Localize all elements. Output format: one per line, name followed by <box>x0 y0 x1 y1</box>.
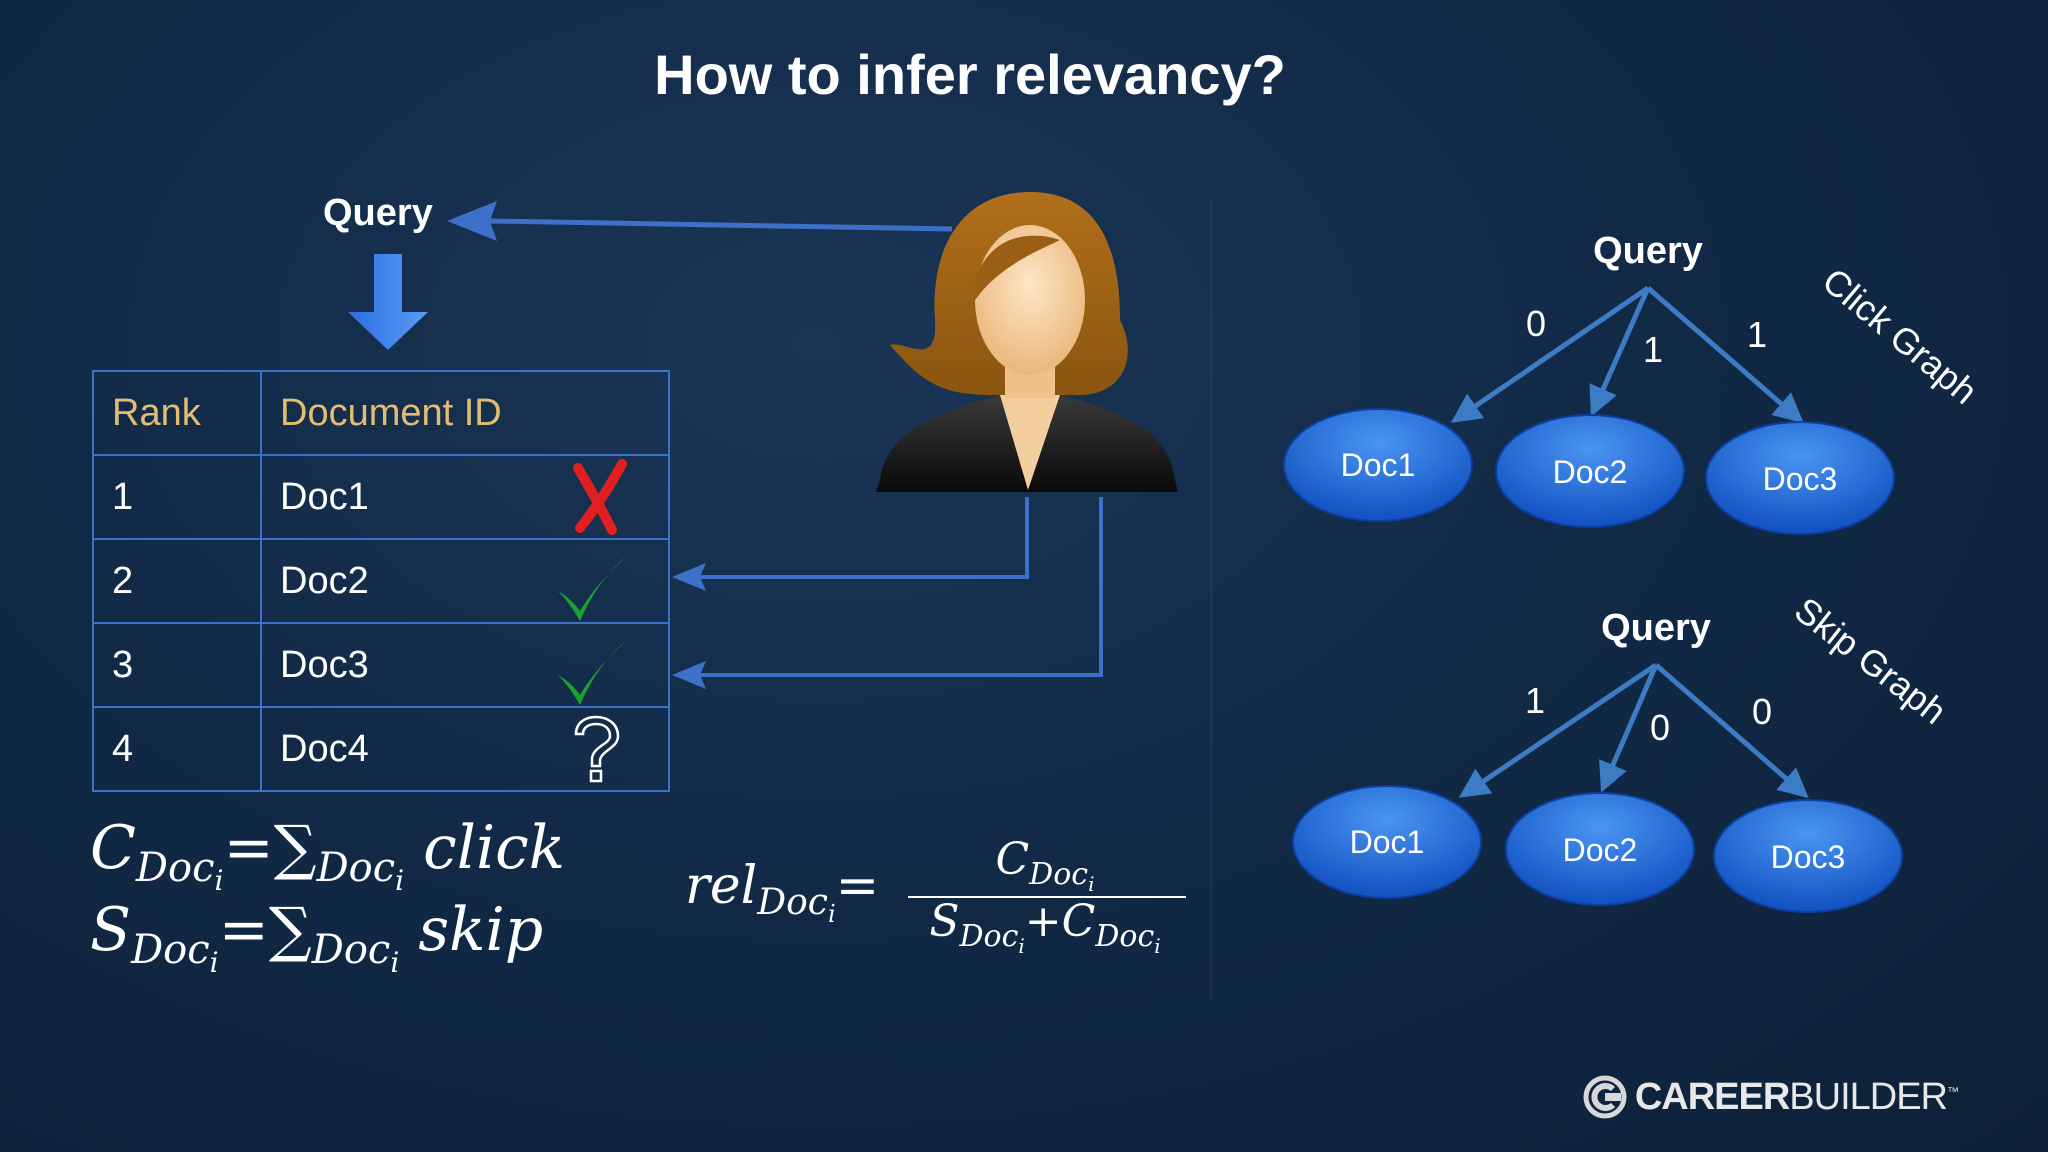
doc-cell: Doc3 <box>260 622 670 708</box>
rank-cell: 3 <box>92 622 262 708</box>
table-row: 1 Doc1 <box>92 454 670 540</box>
skip-node-label: Doc1 <box>1350 824 1425 860</box>
skip-edge-doc1 <box>1458 662 1658 798</box>
user-person-icon <box>876 192 1178 492</box>
skip-node-doc2 <box>1505 792 1695 906</box>
rank-cell: 4 <box>92 706 262 792</box>
click-node-label: Doc3 <box>1763 461 1838 497</box>
query-down-arrow <box>348 254 428 350</box>
page-title: How to infer relevancy? <box>654 43 1286 106</box>
header-rank: Rank <box>92 370 262 456</box>
question-mark-icon <box>574 715 620 783</box>
formula-click: CDoci=∑Doci click <box>90 813 566 897</box>
click-graph-root-label: Query <box>1593 230 1703 272</box>
careerbuilder-logo-text: CAREERBUILDER™ <box>1634 1075 1959 1118</box>
click-edge-doc1 <box>1450 285 1650 423</box>
skip-edge-doc2 <box>1599 664 1659 793</box>
skip-edge-doc3 <box>1654 663 1809 799</box>
doc-cell: Doc1 <box>260 454 670 540</box>
table-row: 2 Doc2 <box>92 538 670 624</box>
query-label: Query <box>323 192 433 234</box>
skip-edge-label-doc3: 0 <box>1752 691 1772 732</box>
skip-node-label: Doc3 <box>1771 839 1846 875</box>
formula-relevance-numerator: CDoci <box>995 834 1095 896</box>
click-node-doc2 <box>1495 414 1685 528</box>
formula-skip: SDoci=∑Doci skip <box>90 895 544 979</box>
skip-node-label: Doc2 <box>1563 832 1638 868</box>
click-arrow-doc3 <box>680 497 1103 677</box>
click-arrow-doc2 <box>680 497 1029 579</box>
doc-id: Doc3 <box>280 643 369 686</box>
person-to-query-arrow <box>489 218 953 232</box>
red-x-icon <box>573 459 627 535</box>
header-document-id: Document ID <box>260 370 670 456</box>
formula-relevance-denominator: SDoci+CDoci <box>929 896 1161 958</box>
click-node-doc3 <box>1705 421 1895 535</box>
skip-edge-label-doc1: 1 <box>1525 680 1545 721</box>
skip-graph: Query 1 0 0 Doc1 Doc2 Doc3 Skip Graph <box>1292 589 1954 913</box>
ranking-table: Rank Document ID 1 Doc1 2 Doc2 <box>92 370 670 792</box>
table-row: 4 Doc4 <box>92 706 670 792</box>
click-node-label: Doc1 <box>1341 447 1416 483</box>
doc-id: Doc2 <box>280 559 369 602</box>
table-row: 3 Doc3 <box>92 622 670 708</box>
skip-graph-root-label: Query <box>1601 607 1711 649</box>
careerbuilder-logo-icon <box>1583 1075 1627 1119</box>
click-edge-label-doc2: 1 <box>1643 329 1663 370</box>
doc-cell: Doc4 <box>260 706 670 792</box>
doc-id: Doc1 <box>280 475 369 518</box>
doc-id: Doc4 <box>280 727 369 770</box>
careerbuilder-logo: CAREERBUILDER™ <box>1583 1075 1959 1119</box>
click-node-label: Doc2 <box>1553 454 1628 490</box>
skip-graph-title: Skip Graph <box>1787 589 1954 732</box>
click-edge-label-doc3: 1 <box>1747 314 1767 355</box>
skip-node-doc3 <box>1713 799 1903 913</box>
skip-edge-label-doc2: 0 <box>1650 707 1670 748</box>
click-edge-doc2 <box>1589 286 1651 417</box>
doc-cell: Doc2 <box>260 538 670 624</box>
person-to-query-arrowhead <box>447 201 497 241</box>
rank-cell: 1 <box>92 454 262 540</box>
click-edge-doc3 <box>1646 286 1804 424</box>
table-header-row: Rank Document ID <box>92 370 670 456</box>
fraction-bar <box>908 896 1186 898</box>
click-graph-title: Click Graph <box>1815 260 1985 412</box>
click-node-doc1 <box>1283 408 1473 522</box>
click-graph: Query 0 1 1 Doc1 Doc2 Doc3 Click Graph <box>1283 230 1985 535</box>
section-divider <box>1210 200 1212 1000</box>
click-edge-label-doc1: 0 <box>1526 303 1546 344</box>
rank-cell: 2 <box>92 538 262 624</box>
skip-node-doc1 <box>1292 785 1482 899</box>
formula-relevance-lhs: relDoci= <box>685 856 880 929</box>
